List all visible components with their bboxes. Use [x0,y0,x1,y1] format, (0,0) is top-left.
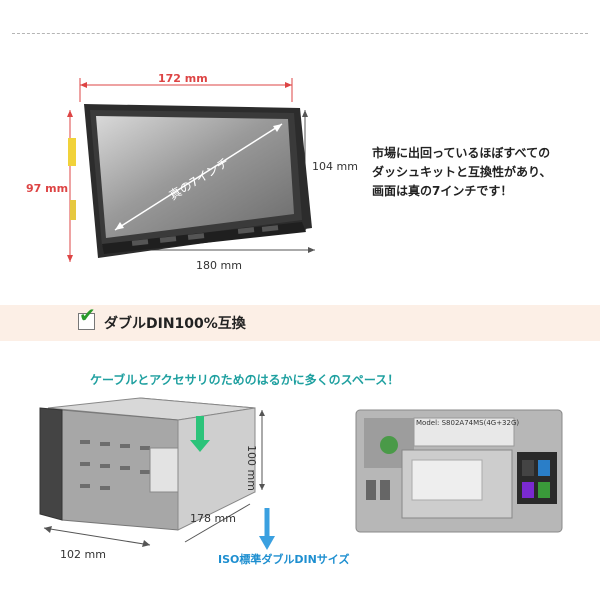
width-top-label: 172 mm [158,72,208,85]
width-bottom-label: 180 mm [196,259,242,272]
head-unit-back-panel [355,409,563,533]
head-unit-front-diagram [67,78,315,262]
height-right-label: 104 mm [312,160,358,173]
description-line-3: 画面は真の7インチです！ [372,184,513,198]
top-divider [12,33,588,34]
iso-size-label: ISO標準ダブルDINサイズ [218,553,350,566]
compatibility-description: 市場に出回っているほぼすべての ダッシュキットと互換性があり、 画面は真の7イン… [372,144,592,201]
chassis-width-label: 102 mm [60,548,106,561]
banner-text: ダブルDIN100%互換 [104,316,246,332]
chassis-depth-label: 178 mm [190,512,236,525]
height-left-label: 97 mm [26,182,69,195]
model-label: Model: S802A74MS(4G+32G) [416,419,520,427]
checkbox-icon [78,313,95,330]
description-line-2: ダッシュキットと互換性があり、 [372,165,552,179]
description-line-1: 市場に出回っているほぼすべての [372,146,551,160]
din-chassis-diagram [39,397,275,550]
space-headline: ケーブルとアクセサリのためのはるかに多くのスペース！ [90,373,400,387]
chassis-height-label: 100 mm [245,445,258,491]
feature-banner [0,305,600,341]
check-mark-icon: ✔ [79,303,96,327]
